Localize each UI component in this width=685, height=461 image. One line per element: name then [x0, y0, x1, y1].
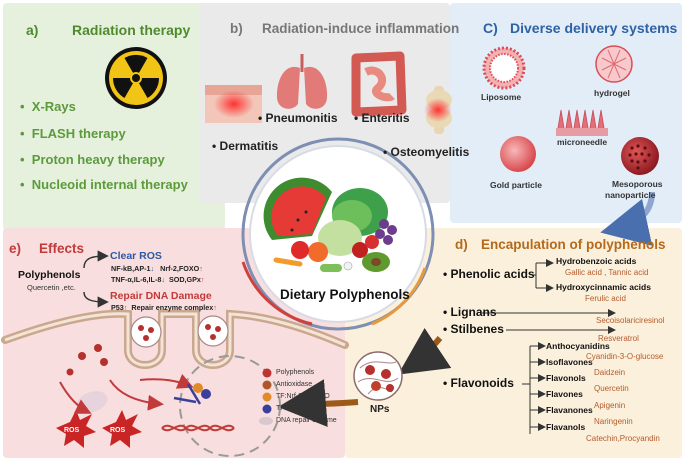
- inflammation-item: • Dermatitis: [212, 139, 279, 153]
- panel-e-label: e): [9, 241, 22, 256]
- arrow-nps-to-e: [278, 379, 359, 428]
- hydrogel-icon: [595, 45, 633, 83]
- ex-hydroxycinnamic: Ferulic acid: [585, 294, 626, 303]
- radiation-icon: [105, 47, 167, 109]
- gold-particle-icon: [500, 136, 536, 172]
- ex-flavanols: Catechin,Procyandin: [586, 434, 660, 443]
- mesoporous-nanoparticle-icon: [621, 137, 659, 175]
- panel-b-label: b): [230, 21, 243, 36]
- liposome-label: Liposome: [481, 92, 522, 102]
- arrow-d-to-nps: [398, 328, 452, 375]
- class-stilbenes: • Stilbenes: [443, 322, 504, 336]
- sub-isoflavones: Isoflavones: [546, 357, 593, 367]
- ex-anthocyanidins: Cyanidin-3-O-glucose: [586, 352, 664, 361]
- panel-d-connectors: [482, 259, 616, 434]
- panel-a-label: a): [26, 22, 39, 38]
- legend-tf-nrf2: TF:Nrf-2 FOXO: [276, 393, 330, 400]
- radiation-item: • Nucleoid internal therapy: [20, 177, 188, 192]
- panel-c-label: C): [483, 20, 498, 36]
- sub-flavanones: Flavanones: [546, 405, 593, 415]
- mesoporous-label: Mesoporous: [612, 179, 663, 189]
- hydrogel-label: hydrogel: [594, 88, 630, 98]
- ex-hydrobenzoic: Gallic acid , Tannic acid: [565, 268, 649, 277]
- arrow-c-to-d: [600, 191, 655, 246]
- radiation-item: • Proton heavy therapy: [20, 152, 165, 167]
- gold-particle-label: Gold particle: [490, 180, 542, 190]
- sub-hydroxycinnamic: Hydroxycinnamic acids: [556, 282, 651, 292]
- nucleus: [179, 355, 281, 457]
- ros-line-1: NF-kB,AP-1↓ Nrf-2,FOXO↑: [111, 264, 203, 273]
- quercetin-label: Quercetin ,etc.: [27, 283, 76, 292]
- effects-branch-arrows: [83, 250, 109, 308]
- legend-polyphenols: Polyphenols: [276, 369, 315, 376]
- ex-flavones: Apigenin: [594, 401, 626, 410]
- sub-hydrobenzoic: Hydrobenzoic acids: [556, 256, 637, 266]
- sub-anthocyanidins: Anthocyanidins: [546, 341, 610, 351]
- panel-d-label: d): [455, 237, 468, 252]
- radiation-item: • FLASH therapy: [20, 126, 126, 141]
- inflammation-item: • Enteritis: [354, 111, 410, 125]
- skin-dermatitis-icon: [205, 85, 262, 123]
- cell-membrane: [1, 309, 349, 369]
- bone-joint-icon: [424, 86, 452, 134]
- sub-flavonols: Flavonols: [546, 373, 586, 383]
- ros-label-left: ROS: [64, 427, 80, 434]
- repair-dna-label: Repair DNA Damage: [110, 290, 212, 302]
- ex-lignans: Secoisolariciresinol: [596, 316, 665, 325]
- legend-antioxidase: Antioxidase: [276, 381, 313, 388]
- ros-line-2: TNF-α,IL-6,IL-8↓ SOD,GPx↑: [111, 275, 205, 284]
- lungs-icon: [276, 54, 328, 109]
- dna-helix: [161, 424, 235, 432]
- ex-stilbenes: Resveratrol: [598, 334, 639, 343]
- ros-stars: [56, 410, 142, 448]
- clear-ros-label: Clear ROS: [110, 250, 162, 262]
- legend-tf-nfkb: TF:NF-kB AP-1: [276, 405, 326, 412]
- panel-c-title: Diverse delivery systems: [510, 20, 678, 36]
- panel-b-title: Radiation-induce inflammation: [262, 21, 460, 36]
- class-lignans: • Lignans: [443, 305, 497, 319]
- endosome-right: [197, 315, 229, 347]
- liposome-icon: [482, 46, 526, 90]
- dietary-polyphenols-label: Dietary Polyphenols: [280, 287, 410, 302]
- endosome-left: [130, 316, 162, 348]
- legend-dna-repair-enzyme: DNA repair enzyme: [276, 417, 337, 424]
- transcription-factors: [173, 383, 211, 405]
- ex-isoflavones: Daidzein: [594, 368, 626, 377]
- nps-label: NPs: [370, 404, 390, 415]
- nanoparticle-icon: [353, 351, 403, 401]
- inflammation-item: • Pneumonitis: [258, 111, 338, 125]
- released-polyphenols: [66, 344, 108, 376]
- panel-e-title: Effects: [39, 241, 85, 256]
- microneedle-label: microneedle: [557, 137, 608, 147]
- dna-repair-enzyme-blob: [76, 391, 108, 413]
- dietary-foods-illustration: [263, 177, 397, 272]
- panel-delivery-systems: [450, 3, 682, 223]
- ros-label-right: ROS: [110, 427, 126, 434]
- polyphenols-label: Polyphenols: [18, 269, 81, 281]
- microneedle-icon: [556, 109, 608, 136]
- nanoparticle-label: nanoparticle: [605, 190, 656, 200]
- sub-flavanols: Flavanols: [546, 422, 586, 432]
- radiation-item: • X-Rays: [20, 99, 76, 114]
- repair-line: P53↑ Repair enzyme complex↑: [111, 303, 217, 312]
- inflammation-item: • Osteomyelitis: [383, 145, 470, 159]
- sub-flavones: Flavones: [546, 389, 583, 399]
- ex-flavanones: Naringenin: [594, 417, 633, 426]
- signal-arrows: [59, 373, 194, 414]
- legend-markers: [259, 368, 273, 425]
- panel-radiation-therapy: [3, 3, 225, 230]
- class-flavonoids: • Flavonoids: [443, 376, 514, 390]
- ex-flavonols: Quercetin: [594, 384, 629, 393]
- panel-d-title: Encapulation of polyphenols: [481, 237, 666, 252]
- intestine-icon: [351, 51, 407, 117]
- class-phenolic-acids: • Phenolic acids: [443, 267, 535, 281]
- panel-a-title: Radiation therapy: [72, 22, 191, 38]
